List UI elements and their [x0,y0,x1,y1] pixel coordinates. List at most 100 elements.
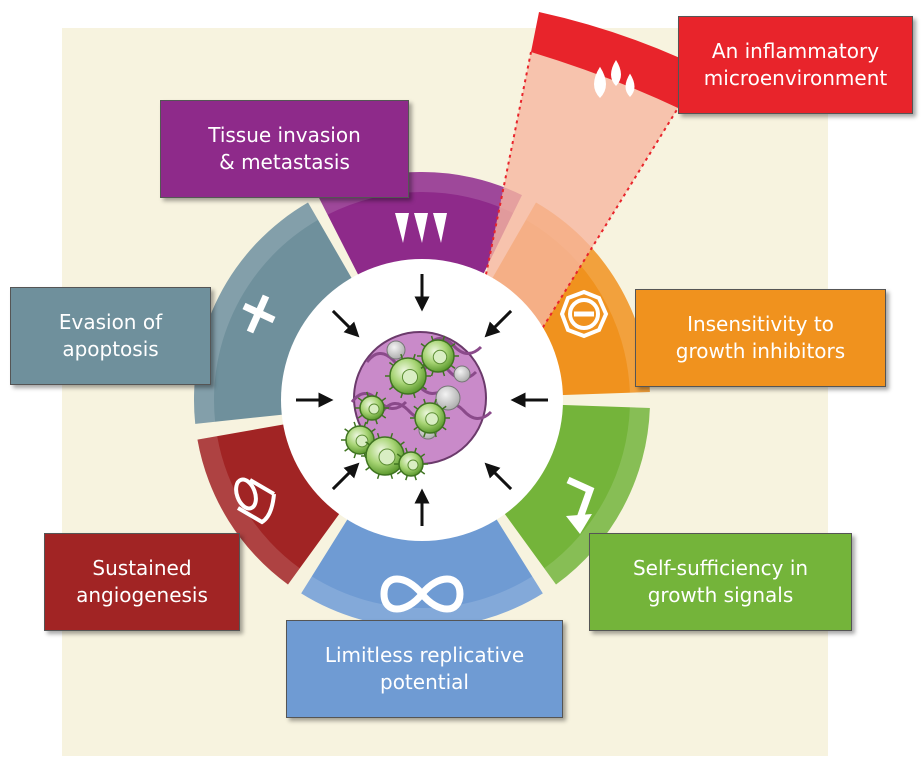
bent-arrow-icon [566,476,595,534]
cell-spike [405,447,409,453]
label-invasion-line2: & metastasis [219,150,350,174]
cell-spike [430,370,434,377]
cell-spike [390,473,394,480]
cell-spike [388,385,394,391]
label-growth-signals-line1: Self-sufficiency in [632,556,809,580]
cell-nucleus [378,448,396,466]
cell-spike [388,361,394,367]
cell-nucleus [401,368,419,386]
vessel-tube-icon [234,477,276,525]
cell-spike [396,453,402,458]
cell-spike [376,473,380,480]
ring-segment-replicative-highlight [301,576,543,628]
label-inhibitors-line2: growth inhibitors [675,339,846,363]
cell-nucleus [425,412,439,426]
cell-spike [353,453,357,459]
cell-spike [441,405,447,410]
cell-spike [374,391,378,397]
cell-spike [405,475,409,481]
cell-spike [366,419,370,425]
cell-spike [357,414,363,419]
ring-segment-angiogenesis [197,423,343,585]
cell-spike [412,392,416,399]
cell-spike [396,470,402,475]
cell-spike [420,364,426,369]
cell-spike [442,370,446,377]
cell-spike [399,441,405,446]
cell-spike [433,432,437,438]
inflammation-cone [486,52,678,328]
label-angiogenesis-line1: Sustained [92,556,192,580]
label-replicative-line2: potential [380,670,469,694]
label-inhibitors-line1: Insensitivity to [687,312,834,336]
no-entry-icon [559,289,609,339]
label-evasion-of-apoptosis: Evasion of apoptosis [10,287,211,385]
cell-spike [374,419,378,425]
label-growth-signals-line2: growth signals [647,583,794,607]
cell-spike [370,428,376,433]
cell-spike [420,343,426,348]
inward-arrows [296,274,548,526]
cell-spike [365,441,371,446]
label-invasion-line1: Tissue invasion [208,123,361,147]
cell-spike [420,453,426,458]
ring-segment-apoptosis-highlight [194,202,318,424]
infinity-icon [380,575,464,613]
cell-spike [400,392,404,399]
inflammation-band [531,12,680,108]
tumor-cell-cluster [341,331,493,481]
gray-cell [435,385,461,411]
cell-spike [420,470,426,475]
cell-spike [450,364,456,369]
cell-spike [433,398,437,404]
cell-spike [363,421,367,427]
flame-drops-icon [594,60,635,98]
cell-spike [365,466,371,471]
label-angiogenesis-line2: angiogenesis [76,583,208,607]
segment-icons [234,60,635,613]
inflammation-cone-edge-left [485,51,532,275]
cell-spike [390,432,394,439]
inward-arrow [331,309,360,338]
cell-spike [450,343,456,348]
ring-segment-apoptosis [194,202,355,424]
label-self-sufficiency-growth-signals: Self-sufficiency in growth signals [589,533,852,631]
cell-spike [353,421,357,427]
label-tissue-invasion: Tissue invasion & metastasis [160,100,409,198]
label-sustained-angiogenesis: Sustained angiogenesis [44,533,240,631]
cell-spike [413,475,417,481]
label-insensitivity-growth-inhibitors: Insensitivity to growth inhibitors [635,289,886,387]
cell-spike [344,428,350,433]
ring-segment-growth-signals-highlight [544,407,650,585]
gray-cell [453,365,471,383]
inward-arrow [331,462,360,491]
cell-spike [400,353,404,360]
label-limitless-replicative-potential: Limitless replicative potential [286,620,563,718]
cell-spike [413,447,417,453]
cell-spike [366,391,370,397]
dagger-cross-icon [242,294,276,334]
cell-nucleus [355,434,369,448]
inflammation-wedge [485,12,680,328]
ring-segment-angiogenesis-highlight [197,436,300,585]
cell-nucleus [407,459,419,471]
cell-spike [412,353,416,360]
inward-arrow [484,462,513,491]
cell-spike [430,335,434,342]
inflammation-cone-edge-right [542,107,679,328]
label-apoptosis-line2: apoptosis [62,337,159,361]
cell-spike [413,426,419,431]
ring-segment-growth-signals [501,404,650,585]
cell-nucleus [368,403,380,415]
label-inflammatory-line2: microenvironment [703,66,888,90]
cell-nucleus [432,349,448,365]
cell-spike [442,335,446,342]
spikes-icon [395,213,447,243]
label-replicative-line1: Limitless replicative [324,643,525,667]
label-inflammatory-line1: An inflammatory [711,39,880,63]
cell-spike [381,397,387,402]
cell-spike [344,447,350,452]
cell-spike [441,426,447,431]
cell-spike [381,414,387,419]
